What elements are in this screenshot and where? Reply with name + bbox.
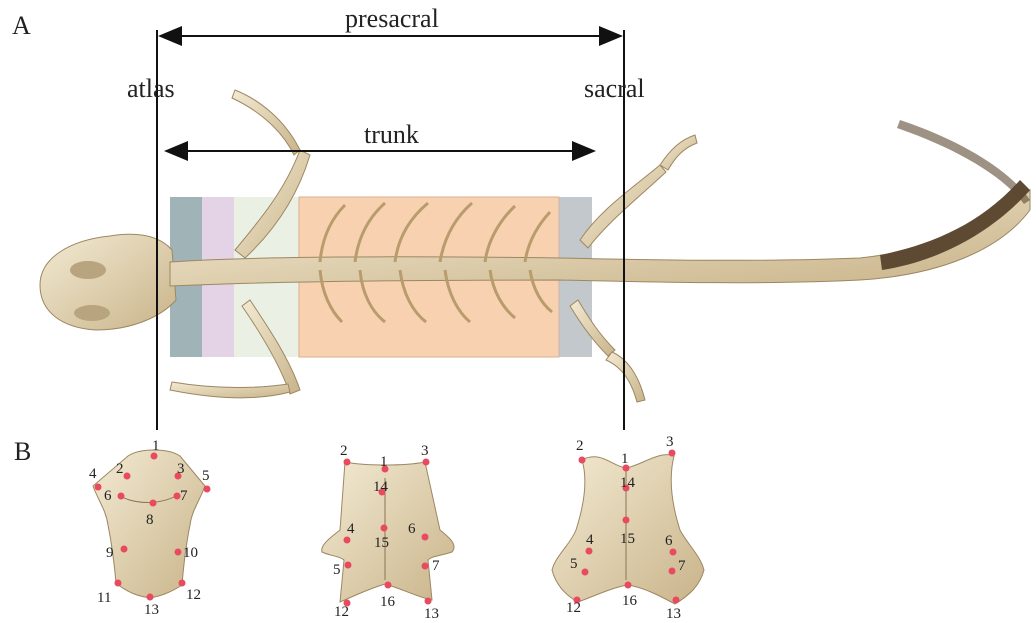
atlas-landmark-dot [124,473,131,480]
trunk-landmark-dot [385,582,392,589]
sacral-landmark-dot [586,548,593,555]
trunk-landmark-dot [345,562,352,569]
trunk-landmark-dot [423,459,430,466]
sacral-landmark-dot [669,450,676,457]
trunk-landmark-number: 6 [408,521,416,537]
trunk-landmark-number: 16 [380,594,396,610]
sacral-landmark-number: 4 [586,532,594,548]
atlas-landmark-number: 8 [146,512,154,528]
atlas-landmark-dot [118,493,125,500]
trunk-landmark-dot [422,534,429,541]
trunk-landmark-number: 12 [334,604,349,620]
sacral-landmark-dot [669,568,676,575]
sacral-landmark-number: 12 [566,600,581,616]
atlas-landmark-number: 9 [106,545,114,561]
atlas-label: atlas [127,74,175,103]
panel-label-b: B [14,437,31,466]
sacral-landmark-dot [625,582,632,589]
sacral-landmark-number: 7 [678,558,686,574]
trunk-landmark-dot [344,459,351,466]
sacral-label: sacral [584,74,645,103]
trunk-label: trunk [364,120,419,149]
atlas-landmark-number: 4 [89,466,97,482]
sacral-landmark-dot [673,597,680,604]
sacral-landmark-dot [579,457,586,464]
atlas-landmark-dot [175,549,182,556]
presacral-label: presacral [345,4,439,33]
trunk-landmark-number: 7 [432,558,440,574]
trunk-landmark-number: 2 [340,443,348,459]
atlas-landmark-number: 11 [97,590,111,606]
trunk-landmark-number: 5 [333,562,341,578]
atlas-landmark-number: 10 [183,545,198,561]
sacral-landmark-number: 3 [666,434,674,450]
trunk-landmark-dot [344,537,351,544]
atlas-landmark-number: 3 [177,461,185,477]
atlas-landmark-dot [115,580,122,587]
atlas-landmark-dot [95,484,102,491]
sacral-landmark-number: 2 [576,438,584,454]
sacral-landmark-number: 6 [665,533,673,549]
trunk-landmark-number: 3 [421,443,429,459]
atlas-landmark-number: 1 [152,438,160,454]
trunk-landmark-dot [381,525,388,532]
atlas-landmark-number: 7 [180,488,188,504]
sacral-landmark-number: 1 [621,451,629,467]
atlas-landmark-number: 6 [104,488,112,504]
trunk-landmark-number: 15 [374,535,389,551]
sacral-landmark-number: 14 [620,475,636,491]
trunk-landmark-number: 1 [380,454,388,470]
sacral-landmark-number: 5 [570,556,578,572]
sacral-landmark-dot [623,517,630,524]
atlas-landmark-dot [204,486,211,493]
sacral-landmark-dot [582,569,589,576]
atlas-landmark-number: 2 [116,461,124,477]
atlas-landmark-number: 13 [144,602,159,618]
trunk-landmark-number: 13 [424,606,439,622]
atlas-landmark-number: 12 [186,587,201,603]
sacral-landmark-number: 13 [666,606,681,622]
trunk-landmark-dot [422,563,429,570]
atlas-landmark-number: 5 [202,468,210,484]
atlas-landmark-dot [179,580,186,587]
atlas-landmark-dot [147,594,154,601]
trunk-landmark-number: 4 [347,521,355,537]
sacral-landmark-dot [670,549,677,556]
atlas-landmark-dot [150,500,157,507]
sacral-landmark-number: 16 [622,593,638,609]
panel-label-a: A [12,11,31,40]
sacral-landmark-number: 15 [620,531,635,547]
trunk-landmark-dot [425,598,432,605]
trunk-landmark-number: 14 [373,479,389,495]
atlas-landmark-dot [121,546,128,553]
